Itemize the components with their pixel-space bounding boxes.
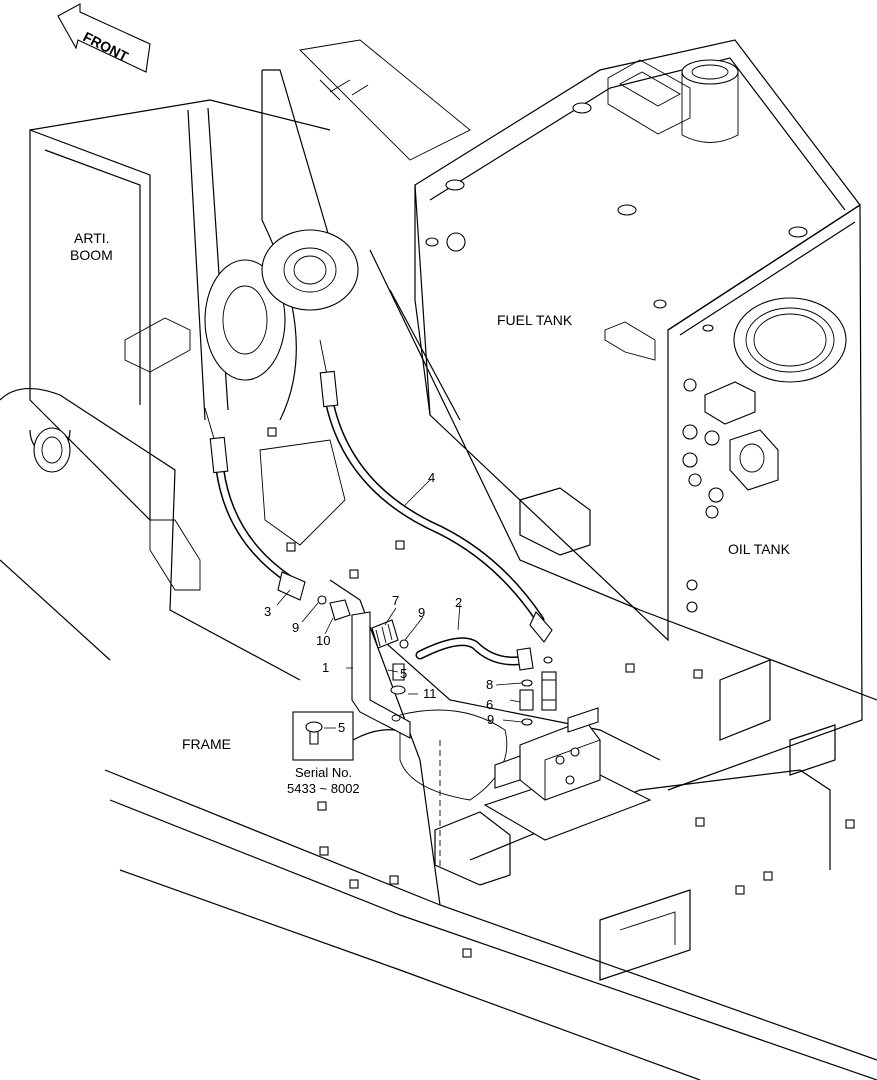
arti-boom-label-line1: ARTI. <box>74 230 110 246</box>
bracket-1 <box>351 611 411 739</box>
inset-callout-5: 5 <box>338 720 345 735</box>
callout-9-upper: 9 <box>418 605 425 620</box>
leader-lines <box>276 479 523 723</box>
inset-serial-line1: Serial No. <box>295 765 352 780</box>
oil-tank-label: OIL TANK <box>728 541 791 557</box>
callout-6: 6 <box>486 697 493 712</box>
fittings <box>329 599 557 726</box>
oil-tank: OIL TANK <box>667 203 863 791</box>
callout-4: 4 <box>428 470 435 485</box>
callout-9-left: 9 <box>292 620 299 635</box>
arti-boom: ARTI. BOOM <box>29 39 471 522</box>
frame: FRAME <box>0 249 877 1080</box>
hose-4 <box>319 339 553 643</box>
fuel-tank: FUEL TANK <box>414 39 861 642</box>
frame-bolts <box>267 427 855 958</box>
callout-5: 5 <box>400 666 407 681</box>
fuel-tank-label: FUEL TANK <box>497 312 573 328</box>
callout-7: 7 <box>392 593 399 608</box>
inset-serial-line2: 5433 ~ 8002 <box>287 781 360 796</box>
callout-11: 11 <box>423 686 437 701</box>
hose-2 <box>415 637 534 671</box>
front-arrow: FRONT <box>57 3 151 73</box>
hose-3 <box>204 407 327 605</box>
frame-label: FRAME <box>182 736 231 752</box>
callout-9-lower: 9 <box>487 712 494 727</box>
callout-3: 3 <box>264 604 271 619</box>
callout-1: 1 <box>322 660 329 675</box>
callout-8: 8 <box>486 677 493 692</box>
callout-2: 2 <box>455 595 462 610</box>
detail-inset: 5 Serial No. 5433 ~ 8002 <box>287 711 396 796</box>
callout-10: 10 <box>316 633 330 648</box>
valve-block <box>483 707 652 841</box>
arti-boom-label-line2: BOOM <box>70 247 113 263</box>
